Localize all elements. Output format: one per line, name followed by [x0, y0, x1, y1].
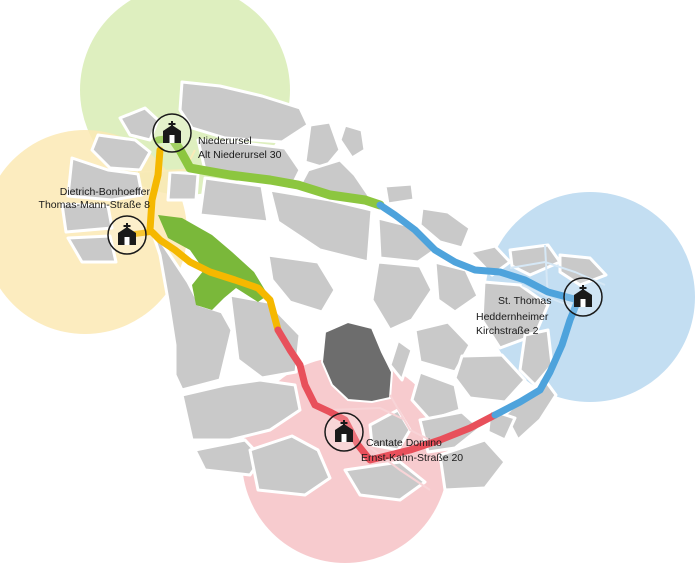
church-labels: Niederursel Alt Niederursel 30 Dietrich-… [39, 135, 552, 464]
label-dietrich-bonhoeffer-address: Thomas-Mann-Straße 8 [39, 199, 151, 211]
block [118, 106, 160, 142]
block [268, 188, 374, 264]
street-outlines-yellow [107, 149, 196, 206]
block [228, 293, 302, 380]
route-yellow [146, 146, 282, 334]
label-st-thomas-name: St. Thomas [498, 295, 552, 307]
label-cantate-domino-name: Cantate Domino [366, 437, 442, 449]
label-dietrich-bonhoeffer-name: Dietrich-Bonhoeffer [60, 186, 151, 198]
label-niederursel-name: Niederursel [198, 135, 252, 147]
block [508, 243, 562, 277]
label-st-thomas-address2: Kirchstraße 2 [476, 325, 539, 337]
route-blue [376, 201, 582, 419]
block [148, 223, 234, 392]
block [248, 434, 332, 497]
block [453, 353, 527, 404]
block [303, 120, 342, 170]
block [438, 438, 507, 492]
church-icon [163, 121, 181, 143]
block [266, 253, 337, 314]
label-niederursel-address: Alt Niederursel 30 [198, 149, 282, 161]
label-st-thomas-address: Heddernheimer [476, 311, 549, 323]
block [60, 202, 114, 234]
block [198, 176, 270, 224]
block [338, 123, 367, 160]
block [388, 338, 414, 382]
block [383, 182, 416, 206]
block [518, 328, 554, 387]
church-marker-dietrich-bonhoeffer[interactable] [107, 215, 147, 255]
block [90, 133, 152, 172]
block [66, 234, 118, 264]
city-blocks [60, 80, 608, 502]
label-cantate-domino-address: Ernst-Kahn-Straße 20 [361, 452, 463, 464]
route-green [167, 133, 385, 210]
church-icon [574, 285, 592, 307]
block [370, 260, 434, 332]
block [66, 156, 144, 202]
block [368, 408, 412, 452]
church-icon [118, 223, 136, 245]
park [158, 215, 268, 310]
block [166, 170, 200, 202]
block [180, 378, 302, 442]
church-marker-cantate-domino[interactable] [324, 412, 364, 452]
church-icon [335, 420, 353, 442]
church-marker-niederursel[interactable] [152, 113, 192, 153]
central-block [320, 320, 394, 404]
church-marker-st-thomas[interactable] [563, 277, 603, 317]
block [418, 206, 472, 250]
block [433, 260, 480, 314]
block [178, 80, 310, 144]
